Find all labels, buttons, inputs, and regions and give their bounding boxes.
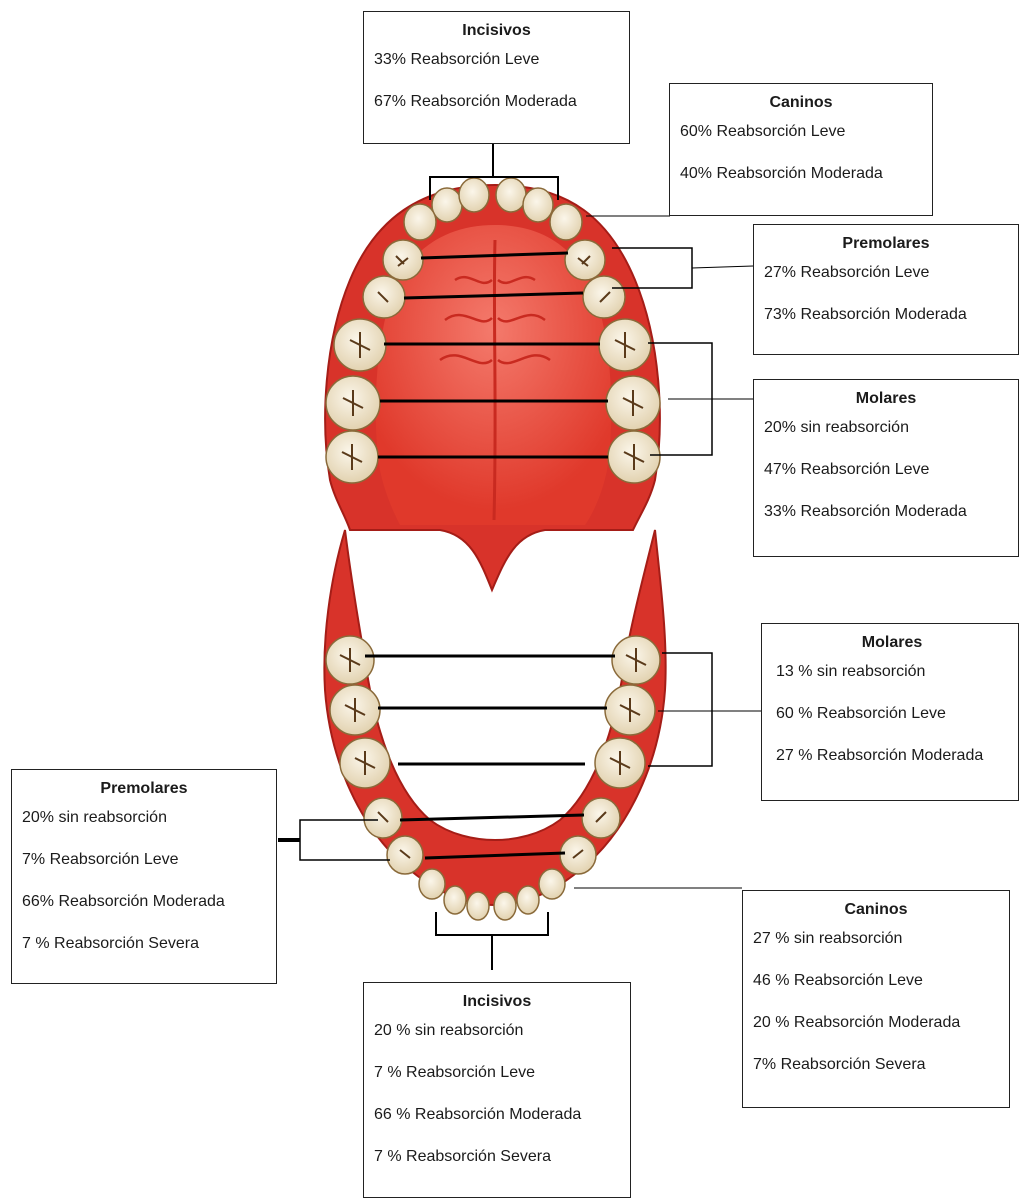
stat-row: 7% Reabsorción Severa bbox=[753, 1055, 999, 1097]
stat-row: 66% Reabsorción Moderada bbox=[22, 892, 266, 934]
box-title: Caninos bbox=[680, 94, 922, 112]
stat-row: 20% sin reabsorción bbox=[22, 808, 266, 850]
box-title: Caninos bbox=[753, 901, 999, 919]
box-title: Molares bbox=[776, 634, 1008, 652]
stat-row: 20 % Reabsorción Moderada bbox=[753, 1013, 999, 1055]
upper-canines-box: Caninos 60% Reabsorción Leve 40% Reabsor… bbox=[669, 83, 933, 216]
stat-row: 40% Reabsorción Moderada bbox=[680, 164, 922, 206]
lower-canines-box: Caninos 27 % sin reabsorción 46 % Reabso… bbox=[742, 890, 1010, 1108]
upper-arch bbox=[325, 178, 660, 590]
box-title: Incisivos bbox=[374, 22, 619, 40]
stat-row: 13 % sin reabsorción bbox=[776, 662, 1008, 704]
box-title: Incisivos bbox=[374, 993, 620, 1011]
stat-row: 33% Reabsorción Moderada bbox=[764, 502, 1008, 544]
stat-row: 7 % Reabsorción Leve bbox=[374, 1063, 620, 1105]
stat-row: 60 % Reabsorción Leve bbox=[776, 704, 1008, 746]
palatal-raphe bbox=[494, 240, 495, 520]
stat-row: 7 % Reabsorción Severa bbox=[22, 934, 266, 976]
lower-incisors-box: Incisivos 20 % sin reabsorción 7 % Reabs… bbox=[363, 982, 631, 1198]
box-title: Molares bbox=[764, 390, 1008, 408]
stat-row: 27 % sin reabsorción bbox=[753, 929, 999, 971]
stat-row: 33% Reabsorción Leve bbox=[374, 50, 619, 92]
stat-row: 66 % Reabsorción Moderada bbox=[374, 1105, 620, 1147]
stat-row: 46 % Reabsorción Leve bbox=[753, 971, 999, 1013]
stat-row: 73% Reabsorción Moderada bbox=[764, 305, 1008, 347]
lower-incisors-bracket bbox=[436, 912, 548, 935]
stat-row: 67% Reabsorción Moderada bbox=[374, 92, 619, 134]
lower-premolars-box: Premolares 20% sin reabsorción 7% Reabso… bbox=[11, 769, 277, 984]
box-title: Premolares bbox=[22, 780, 266, 798]
stat-row: 20% sin reabsorción bbox=[764, 418, 1008, 460]
stat-row: 27% Reabsorción Leve bbox=[764, 263, 1008, 305]
upper-molars-box: Molares 20% sin reabsorción 47% Reabsorc… bbox=[753, 379, 1019, 557]
box-title: Premolares bbox=[764, 235, 1008, 253]
stat-row: 7 % Reabsorción Severa bbox=[374, 1147, 620, 1189]
stat-row: 27 % Reabsorción Moderada bbox=[776, 746, 1008, 788]
stat-row: 60% Reabsorción Leve bbox=[680, 122, 922, 164]
upper-premolars-box: Premolares 27% Reabsorción Leve 73% Reab… bbox=[753, 224, 1019, 355]
stat-row: 47% Reabsorción Leve bbox=[764, 460, 1008, 502]
lower-arch bbox=[324, 530, 665, 920]
upper-incisors-box: Incisivos 33% Reabsorción Leve 67% Reabs… bbox=[363, 11, 630, 144]
stat-row: 7% Reabsorción Leve bbox=[22, 850, 266, 892]
stat-row: 20 % sin reabsorción bbox=[374, 1021, 620, 1063]
lower-molars-box: Molares 13 % sin reabsorción 60 % Reabso… bbox=[761, 623, 1019, 801]
